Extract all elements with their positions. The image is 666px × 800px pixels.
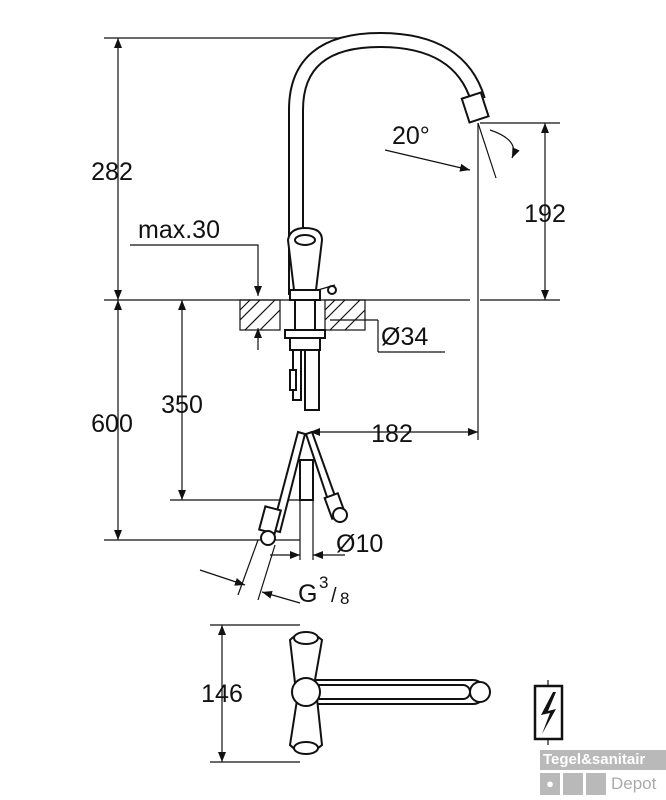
logo-square (586, 773, 606, 795)
dim-192-label: 192 (524, 200, 566, 228)
thread-numerator: 3 (319, 573, 328, 592)
dim-max30-label: max.30 (138, 216, 220, 244)
faucet-side-view (257, 31, 490, 546)
faucet-top-view (288, 631, 491, 755)
thread-denominator: 8 (340, 589, 349, 608)
logo-square (563, 773, 583, 795)
watermark-logo: Tegel&sanitair ● Depot (540, 750, 666, 800)
electric-symbol-icon (533, 680, 564, 745)
logo-line1: Tegel&sanitair (540, 750, 666, 770)
angle-label: 20° (392, 122, 430, 150)
dim-146-label: 146 (201, 680, 243, 708)
dim-600-label: 600 (91, 410, 133, 438)
thread-slash: / (331, 585, 337, 607)
dim-350-label: 350 (161, 391, 203, 419)
worktop-section (239, 299, 366, 331)
dim-34-label: Ø34 (381, 323, 428, 351)
dim-10-label: Ø10 (336, 530, 383, 558)
logo-line2: Depot (611, 774, 657, 793)
drop-icon: ● (540, 773, 560, 795)
dim-282-label: 282 (91, 158, 133, 186)
dimension-lines (114, 38, 549, 763)
thread-g-label: G (298, 580, 317, 608)
dim-182-label: 182 (371, 420, 413, 448)
